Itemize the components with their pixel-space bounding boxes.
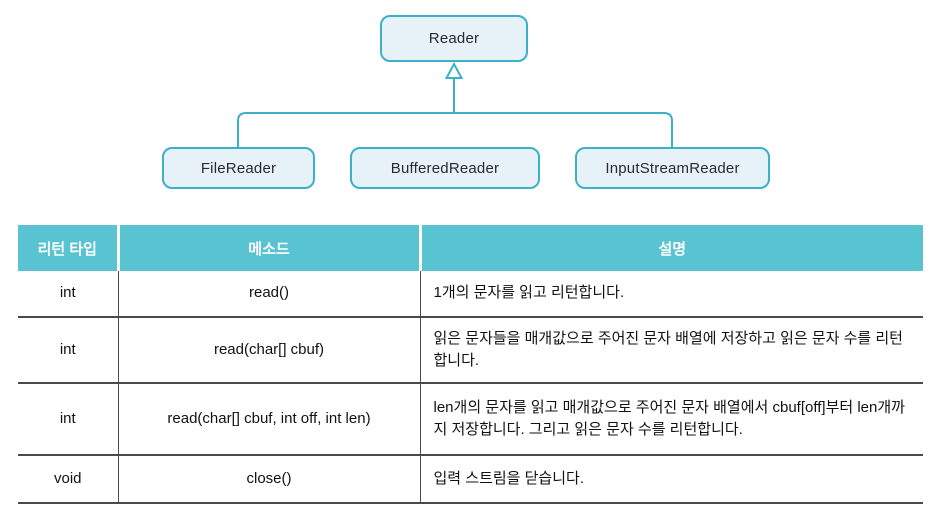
class-label-filereader: FileReader xyxy=(200,159,277,177)
cell-description: 1개의 문자를 읽고 리턴합니다. xyxy=(419,271,923,318)
class-label-bufferedreader: BufferedReader xyxy=(390,159,500,177)
column-header-return-type: 리턴 타입 xyxy=(18,225,118,271)
table-row: int read(char[] cbuf, int off, int len) … xyxy=(18,383,923,456)
child-connector-rail xyxy=(237,112,673,147)
cell-description: len개의 문자를 읽고 매개값으로 주어진 문자 배열에서 cbuf[off]… xyxy=(419,383,923,456)
cell-return-type: int xyxy=(18,271,118,318)
reader-methods-table: 리턴 타입 메소드 설명 int read() 1개의 문자를 읽고 리턴합니다… xyxy=(18,225,923,504)
cell-method: read(char[] cbuf) xyxy=(117,317,420,384)
cell-method: read(char[] cbuf, int off, int len) xyxy=(117,383,420,456)
cell-return-type: int xyxy=(18,383,118,456)
table-row: void close() 입력 스트림을 닫습니다. xyxy=(18,455,923,504)
class-hierarchy-diagram: Reader FileReader BufferedReader InputSt… xyxy=(0,0,940,215)
inheritance-arrow-icon xyxy=(444,61,464,79)
table-row: int read() 1개의 문자를 읽고 리턴합니다. xyxy=(18,271,923,318)
cell-method: close() xyxy=(117,455,420,504)
cell-method: read() xyxy=(117,271,420,318)
class-label-reader: Reader xyxy=(428,30,480,47)
cell-return-type: int xyxy=(18,317,118,384)
class-box-filereader: FileReader xyxy=(162,147,315,189)
table-row: int read(char[] cbuf) 읽은 문자들을 매개값으로 주어진 … xyxy=(18,317,923,384)
cell-return-type: void xyxy=(18,455,118,504)
inheritance-connector-lines xyxy=(237,61,673,147)
column-header-method: 메소드 xyxy=(116,225,420,271)
column-header-description: 설명 xyxy=(418,225,923,271)
cell-description: 입력 스트림을 닫습니다. xyxy=(419,455,923,504)
cell-description: 읽은 문자들을 매개값으로 주어진 문자 배열에 저장하고 읽은 문자 수를 리… xyxy=(419,317,923,384)
class-label-inputstreamreader: InputStreamReader xyxy=(605,159,740,177)
table-header-row: 리턴 타입 메소드 설명 xyxy=(18,225,923,271)
class-box-bufferedreader: BufferedReader xyxy=(350,147,540,189)
class-box-reader: Reader xyxy=(380,15,528,62)
class-box-inputstreamreader: InputStreamReader xyxy=(575,147,770,189)
